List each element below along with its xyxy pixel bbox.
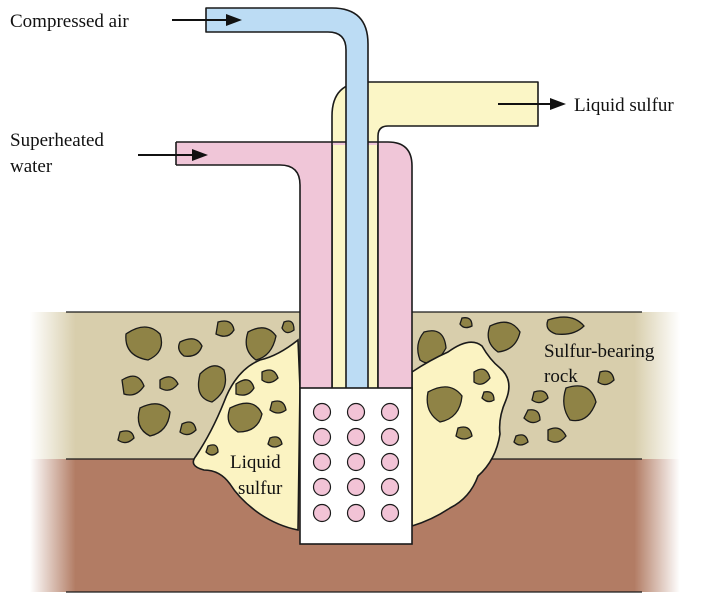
arrow-right-icon: [138, 149, 208, 161]
rock-lumps-in-sulfur: [205, 368, 495, 456]
perforation-hole: [380, 427, 400, 447]
perforation-hole: [380, 402, 400, 422]
rock-lump: [473, 368, 491, 385]
rock-lump: [205, 444, 219, 456]
arrow-right-icon: [498, 98, 566, 110]
rock-lump: [121, 375, 145, 396]
compressed-air-label: Compressed air: [10, 11, 129, 32]
rock-lump: [481, 391, 495, 403]
rock-lump: [597, 370, 615, 386]
rock-lump: [179, 421, 197, 436]
liquid-sulfur-outlet-label: Liquid sulfur: [574, 95, 674, 116]
perforation-hole: [346, 452, 366, 472]
rock-lumps: [117, 316, 615, 446]
rock-lump: [197, 365, 227, 403]
liquid-sulfur-pool: [192, 338, 301, 531]
rock-lump: [178, 338, 203, 357]
rock-lump: [117, 430, 135, 444]
liquid-sulfur-pool-label-line1: Liquid: [230, 452, 281, 473]
rock-lump: [547, 427, 567, 443]
liquid-sulfur-pool-label-line2: sulfur: [238, 478, 283, 499]
rock-lump: [426, 386, 463, 423]
rock-lump: [269, 400, 287, 414]
perforation-hole: [312, 402, 332, 422]
perforation-hole: [380, 503, 400, 523]
rock-lump: [215, 320, 235, 337]
superheated-water-label-line1: Superheated: [10, 130, 104, 151]
rock-lump: [513, 434, 529, 446]
rock-lump: [546, 316, 585, 335]
rock-lump: [531, 390, 549, 404]
perforation-hole: [346, 503, 366, 523]
perforation-hole: [346, 402, 366, 422]
arrow-right-icon: [172, 14, 242, 26]
rock-lump: [227, 402, 263, 433]
perforation-hole: [346, 477, 366, 497]
rock-lump: [245, 327, 277, 361]
perforation-hole: [312, 503, 332, 523]
superheated-water-label-line2: water: [10, 156, 53, 177]
perforation-hole: [312, 477, 332, 497]
perforations: [312, 402, 400, 523]
rock-lump: [267, 436, 283, 448]
perforation-hole: [312, 452, 332, 472]
rock-lump: [137, 403, 171, 437]
rock-lump: [459, 317, 473, 329]
rock-lump: [281, 320, 295, 334]
rock-lump: [487, 321, 521, 353]
sulfur-bearing-rock-label-line1: Sulfur-bearing: [544, 341, 655, 362]
perforation-hole: [380, 452, 400, 472]
perforation-hole: [312, 427, 332, 447]
perforation-hole: [380, 477, 400, 497]
rock-lump: [261, 369, 279, 384]
rock-lump: [159, 376, 179, 391]
rock-lump: [563, 385, 597, 422]
rock-lump: [523, 409, 541, 424]
rock-lump: [235, 379, 255, 396]
perforation-hole: [346, 427, 366, 447]
rock-lump: [455, 426, 473, 440]
rock-lump: [125, 326, 163, 361]
sulfur-bearing-rock-label-line2: rock: [544, 366, 578, 387]
superheated-water-pipe: [176, 142, 412, 390]
